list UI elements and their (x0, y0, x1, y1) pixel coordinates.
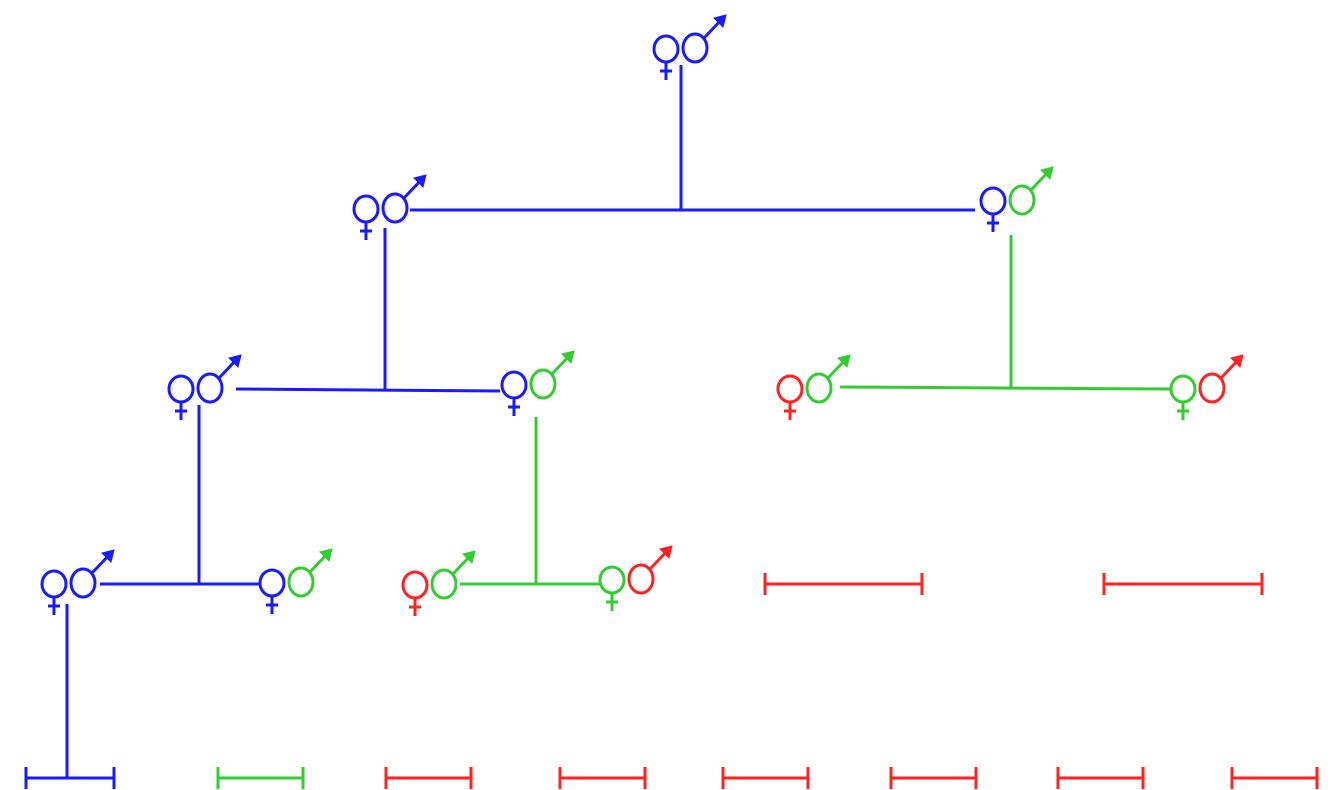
male-symbol-icon (69, 549, 115, 599)
female-symbol-icon (652, 34, 680, 80)
couple-g2-a (167, 354, 242, 420)
female-symbol-icon (401, 570, 429, 616)
male-symbol-icon (430, 550, 476, 600)
male-symbol-icon (681, 14, 727, 64)
female-symbol-icon (776, 374, 804, 420)
female-symbol-icon (258, 568, 286, 614)
male-symbol-icon (1008, 166, 1054, 216)
female-symbol-icon (352, 194, 380, 240)
male-symbol-icon (287, 548, 333, 598)
connector-line (235, 387, 501, 393)
bar-g3-bar-1 (763, 573, 924, 595)
couple-g3-d (598, 545, 673, 611)
couple-g1-right (979, 166, 1054, 232)
male-symbol-icon (627, 545, 673, 595)
couple-g1-left (352, 174, 427, 240)
descendant-bars (24, 573, 1319, 789)
male-symbol-icon (529, 350, 575, 400)
couple-g2-c (776, 354, 851, 420)
bar-g4-bar-4 (558, 767, 647, 789)
couple-symbols (40, 14, 1244, 616)
couple-g3-a (40, 549, 115, 615)
female-symbol-icon (598, 565, 626, 611)
bar-g3-bar-2 (1102, 573, 1264, 595)
bar-g4-bar-7 (1056, 767, 1145, 789)
male-symbol-icon (196, 354, 242, 404)
pedigree-connectors (65, 65, 1171, 778)
female-symbol-icon (1169, 374, 1197, 420)
couple-g2-b (500, 350, 575, 416)
female-symbol-icon (979, 186, 1007, 232)
bar-g4-bar-8 (1230, 767, 1319, 789)
female-symbol-icon (40, 569, 68, 615)
bar-g4-bar-3 (384, 767, 473, 789)
female-symbol-icon (167, 374, 195, 420)
couple-g3-c (401, 550, 476, 616)
male-symbol-icon (1198, 354, 1244, 404)
couple-g0 (652, 14, 727, 80)
bar-g4-bar-1 (24, 767, 116, 789)
couple-g3-b (258, 548, 333, 614)
bar-g4-bar-2 (216, 767, 305, 789)
bar-g4-bar-6 (889, 767, 978, 789)
male-symbol-icon (381, 174, 427, 224)
bar-g4-bar-5 (721, 767, 810, 789)
connector-line (839, 385, 1171, 391)
couple-g2-d (1169, 354, 1244, 420)
male-symbol-icon (805, 354, 851, 404)
female-symbol-icon (500, 370, 528, 416)
